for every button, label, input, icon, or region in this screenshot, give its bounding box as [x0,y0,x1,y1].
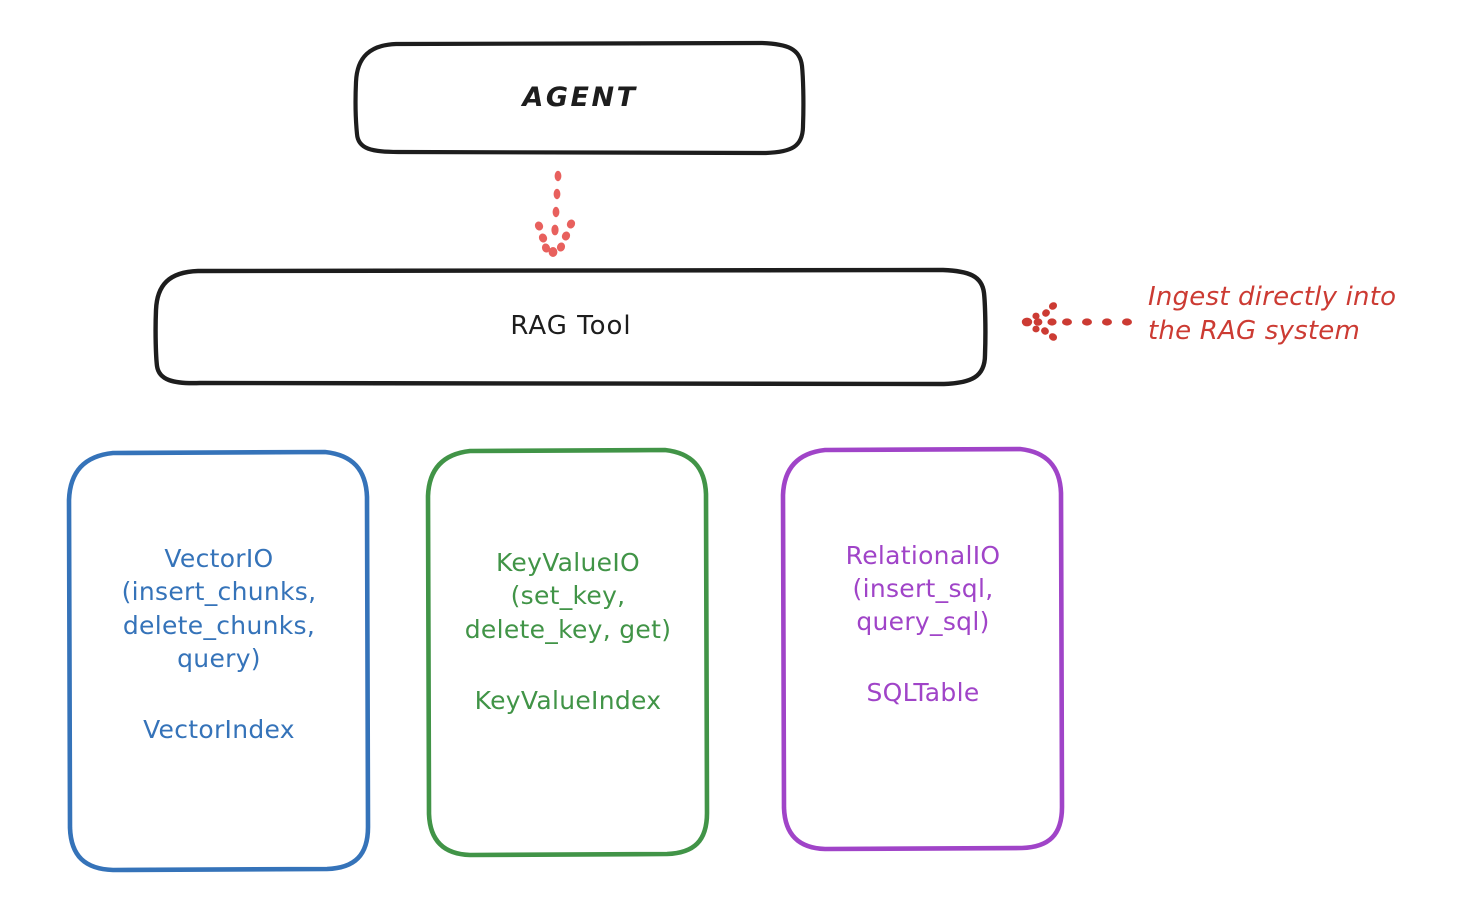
node-relational-io-content: RelationalIO (insert_sql, query_sql) SQL… [846,539,1001,708]
node-key-value-io-sublabel: KeyValueIndex [474,685,662,715]
node-rag-tool[interactable]: RAG Tool [156,270,986,384]
vector-io-box-outline [66,449,371,873]
node-key-value-io-content: KeyValueIO (set_key, delete_key, get) Ke… [465,546,672,715]
node-relational-io[interactable]: RelationalIO (insert_sql, query_sql) SQL… [783,449,1063,849]
relational-io-box-outline [780,446,1065,852]
node-rag-tool-label: RAG Tool [510,311,632,342]
agent-to-rag-arrow [534,170,576,257]
node-relational-io-sublabel: SQLTable [866,678,980,708]
ingest-to-rag-arrow [1021,302,1132,341]
node-relational-io-label: RelationalIO (insert_sql, query_sql) [845,540,1001,637]
node-agent[interactable]: AGENT [356,43,804,153]
agent-box-outline [353,40,806,156]
key-value-io-box-outline [425,447,710,858]
node-key-value-io[interactable]: KeyValueIO (set_key, delete_key, get) Ke… [428,450,708,855]
node-agent-label: AGENT [522,81,638,113]
node-vector-io-content: VectorIO (insert_chunks, delete_chunks, … [122,542,317,744]
rag-tool-box-outline [153,267,988,387]
node-key-value-io-label: KeyValueIO (set_key, delete_key, get) [464,548,672,644]
node-vector-io[interactable]: VectorIO (insert_chunks, delete_chunks, … [69,452,369,870]
annotation-ingest: Ingest directly into the RAG system [1148,282,1397,347]
node-vector-io-label: VectorIO (insert_chunks, delete_chunks, … [121,544,317,673]
node-vector-io-sublabel: VectorIndex [143,715,295,744]
